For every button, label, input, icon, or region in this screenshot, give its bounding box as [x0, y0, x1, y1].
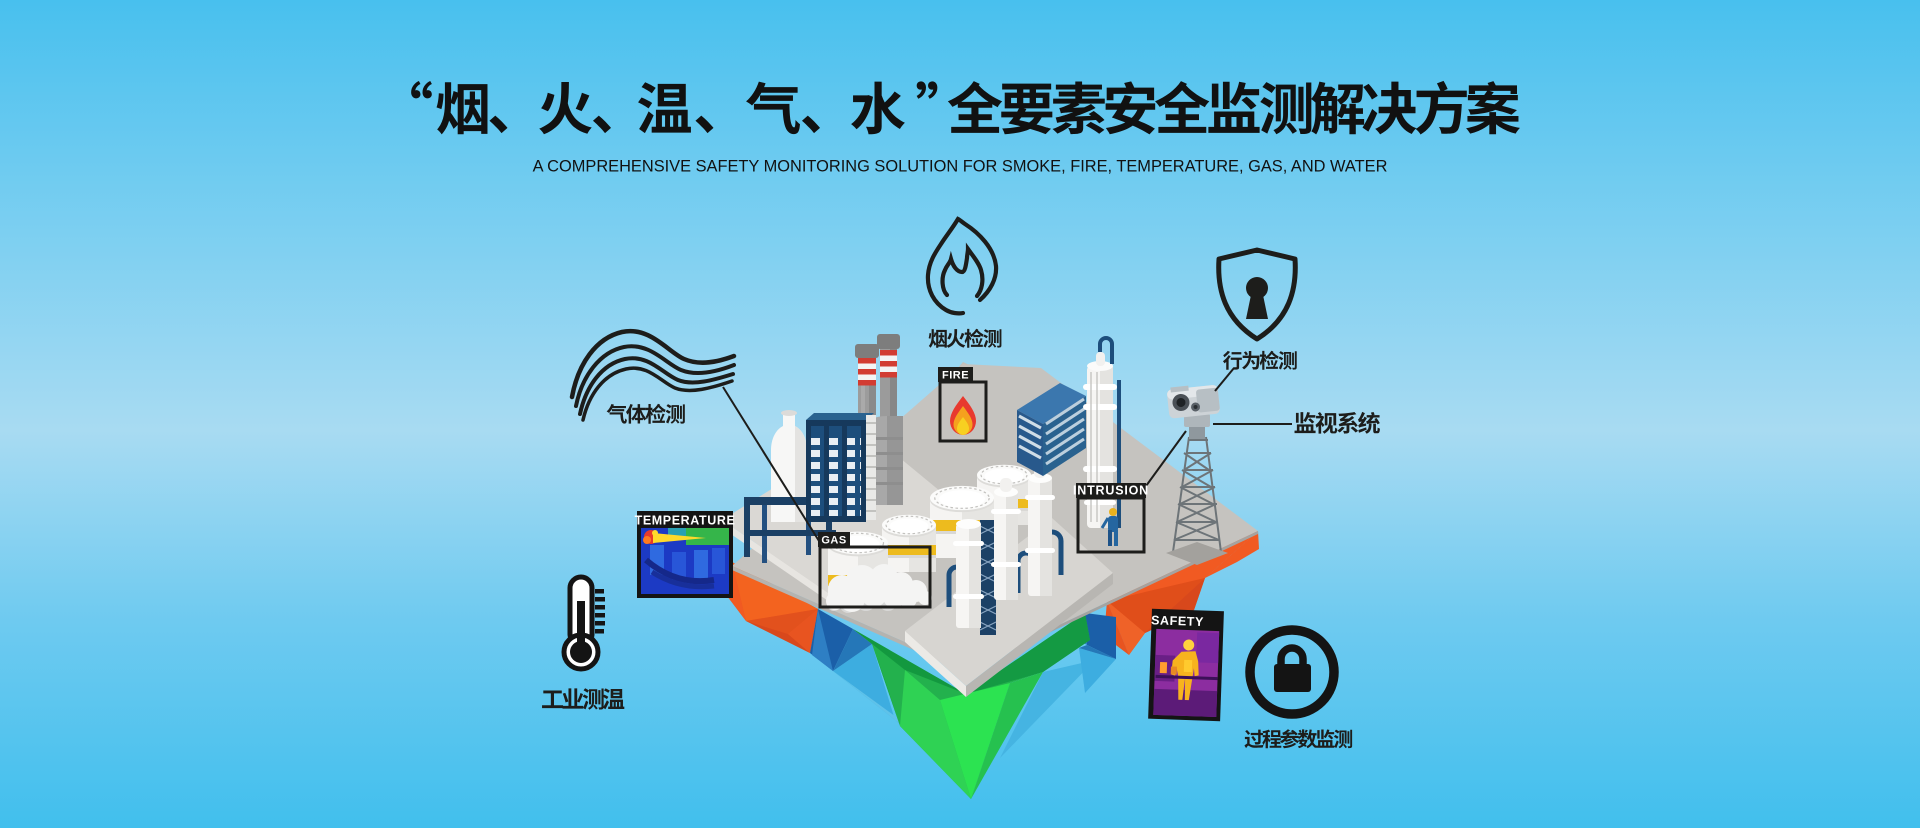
svg-text:GAS: GAS [821, 535, 846, 547]
svg-text:A COMPREHENSIVE SAFETY MONITOR: A COMPREHENSIVE SAFETY MONITORING SOLUTI… [533, 158, 1388, 176]
svg-text:SAFETY: SAFETY [1151, 613, 1204, 629]
svg-text:TEMPERATURE: TEMPERATURE [635, 514, 736, 528]
svg-text:FIRE: FIRE [942, 370, 969, 382]
svg-text:INTRUSION: INTRUSION [1073, 484, 1149, 498]
